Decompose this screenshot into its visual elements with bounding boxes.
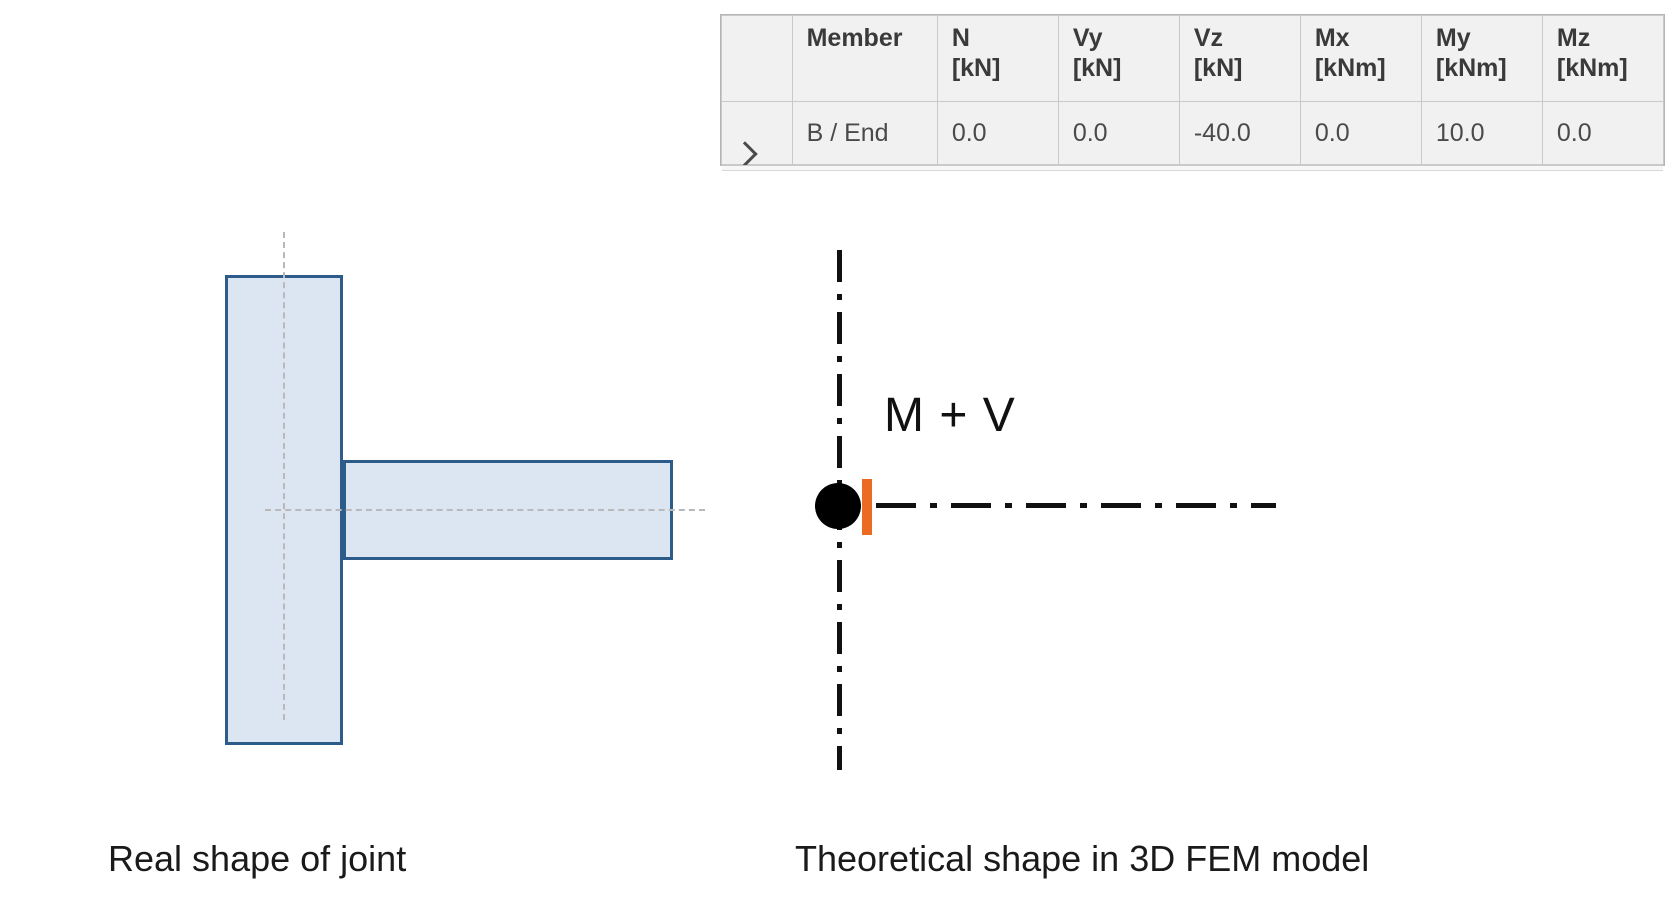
caption-real-shape: Real shape of joint — [108, 838, 407, 879]
column-centerline — [283, 232, 285, 720]
beam-centerline — [265, 509, 705, 511]
chevron-right-icon[interactable] — [732, 141, 758, 167]
cell-mz: 0.0 — [1541, 101, 1665, 165]
header-unit-n: [kN] — [951, 53, 1001, 82]
joint-node-icon — [815, 483, 861, 529]
column-header-my[interactable]: My [kNm] — [1420, 15, 1543, 102]
column-header-member[interactable]: Member — [791, 15, 938, 102]
cell-mx: 0.0 — [1299, 101, 1422, 165]
header-label-vz: Vz — [1193, 24, 1224, 52]
cell-my: 10.0 — [1420, 101, 1543, 165]
load-label: M + V — [884, 389, 1016, 442]
table-header: Member N [kN] Vy [kN] Vz [kN] — [721, 15, 1665, 102]
cell-member: B / End — [791, 101, 938, 165]
column-header-mz[interactable]: Mz [kNm] — [1541, 15, 1665, 102]
header-label-member: Member — [806, 24, 903, 52]
end-release-marker-icon — [862, 479, 872, 535]
header-unit-mz: [kNm] — [1556, 53, 1628, 82]
header-label-vy: Vy — [1072, 24, 1103, 52]
column-header-n[interactable]: N [kN] — [936, 15, 1059, 102]
header-label-n: N — [951, 24, 970, 52]
cell-vz: -40.0 — [1178, 101, 1301, 165]
table-body: B / End 0.0 0.0 -40.0 0.0 10.0 0.0 — [721, 101, 1665, 167]
header-label-mx: Mx — [1314, 24, 1350, 52]
cell-n: 0.0 — [936, 101, 1059, 165]
table-horizontal-scrollbar[interactable] — [722, 165, 1663, 171]
header-unit-my: [kNm] — [1435, 53, 1507, 82]
results-grid: Member N [kN] Vy [kN] Vz [kN] — [721, 15, 1665, 167]
header-label-my: My — [1435, 24, 1471, 52]
column-header-expand — [721, 15, 793, 102]
column-header-vz[interactable]: Vz [kN] — [1178, 15, 1301, 102]
header-unit-vy: [kN] — [1072, 53, 1122, 82]
header-unit-vz: [kN] — [1193, 53, 1243, 82]
cell-vy: 0.0 — [1057, 101, 1180, 165]
header-unit-mx: [kNm] — [1314, 53, 1386, 82]
row-expand-cell[interactable] — [721, 101, 793, 167]
table-row[interactable]: B / End 0.0 0.0 -40.0 0.0 10.0 0.0 — [721, 101, 1665, 167]
beam-axis-line — [876, 503, 1276, 508]
internal-forces-table[interactable]: Member N [kN] Vy [kN] Vz [kN] — [720, 14, 1665, 167]
header-row: Member N [kN] Vy [kN] Vz [kN] — [721, 15, 1665, 102]
header-label-mz: Mz — [1556, 24, 1591, 52]
column-header-mx[interactable]: Mx [kNm] — [1299, 15, 1422, 102]
caption-theoretical-shape: Theoretical shape in 3D FEM model — [795, 838, 1370, 879]
column-header-vy[interactable]: Vy [kN] — [1057, 15, 1180, 102]
